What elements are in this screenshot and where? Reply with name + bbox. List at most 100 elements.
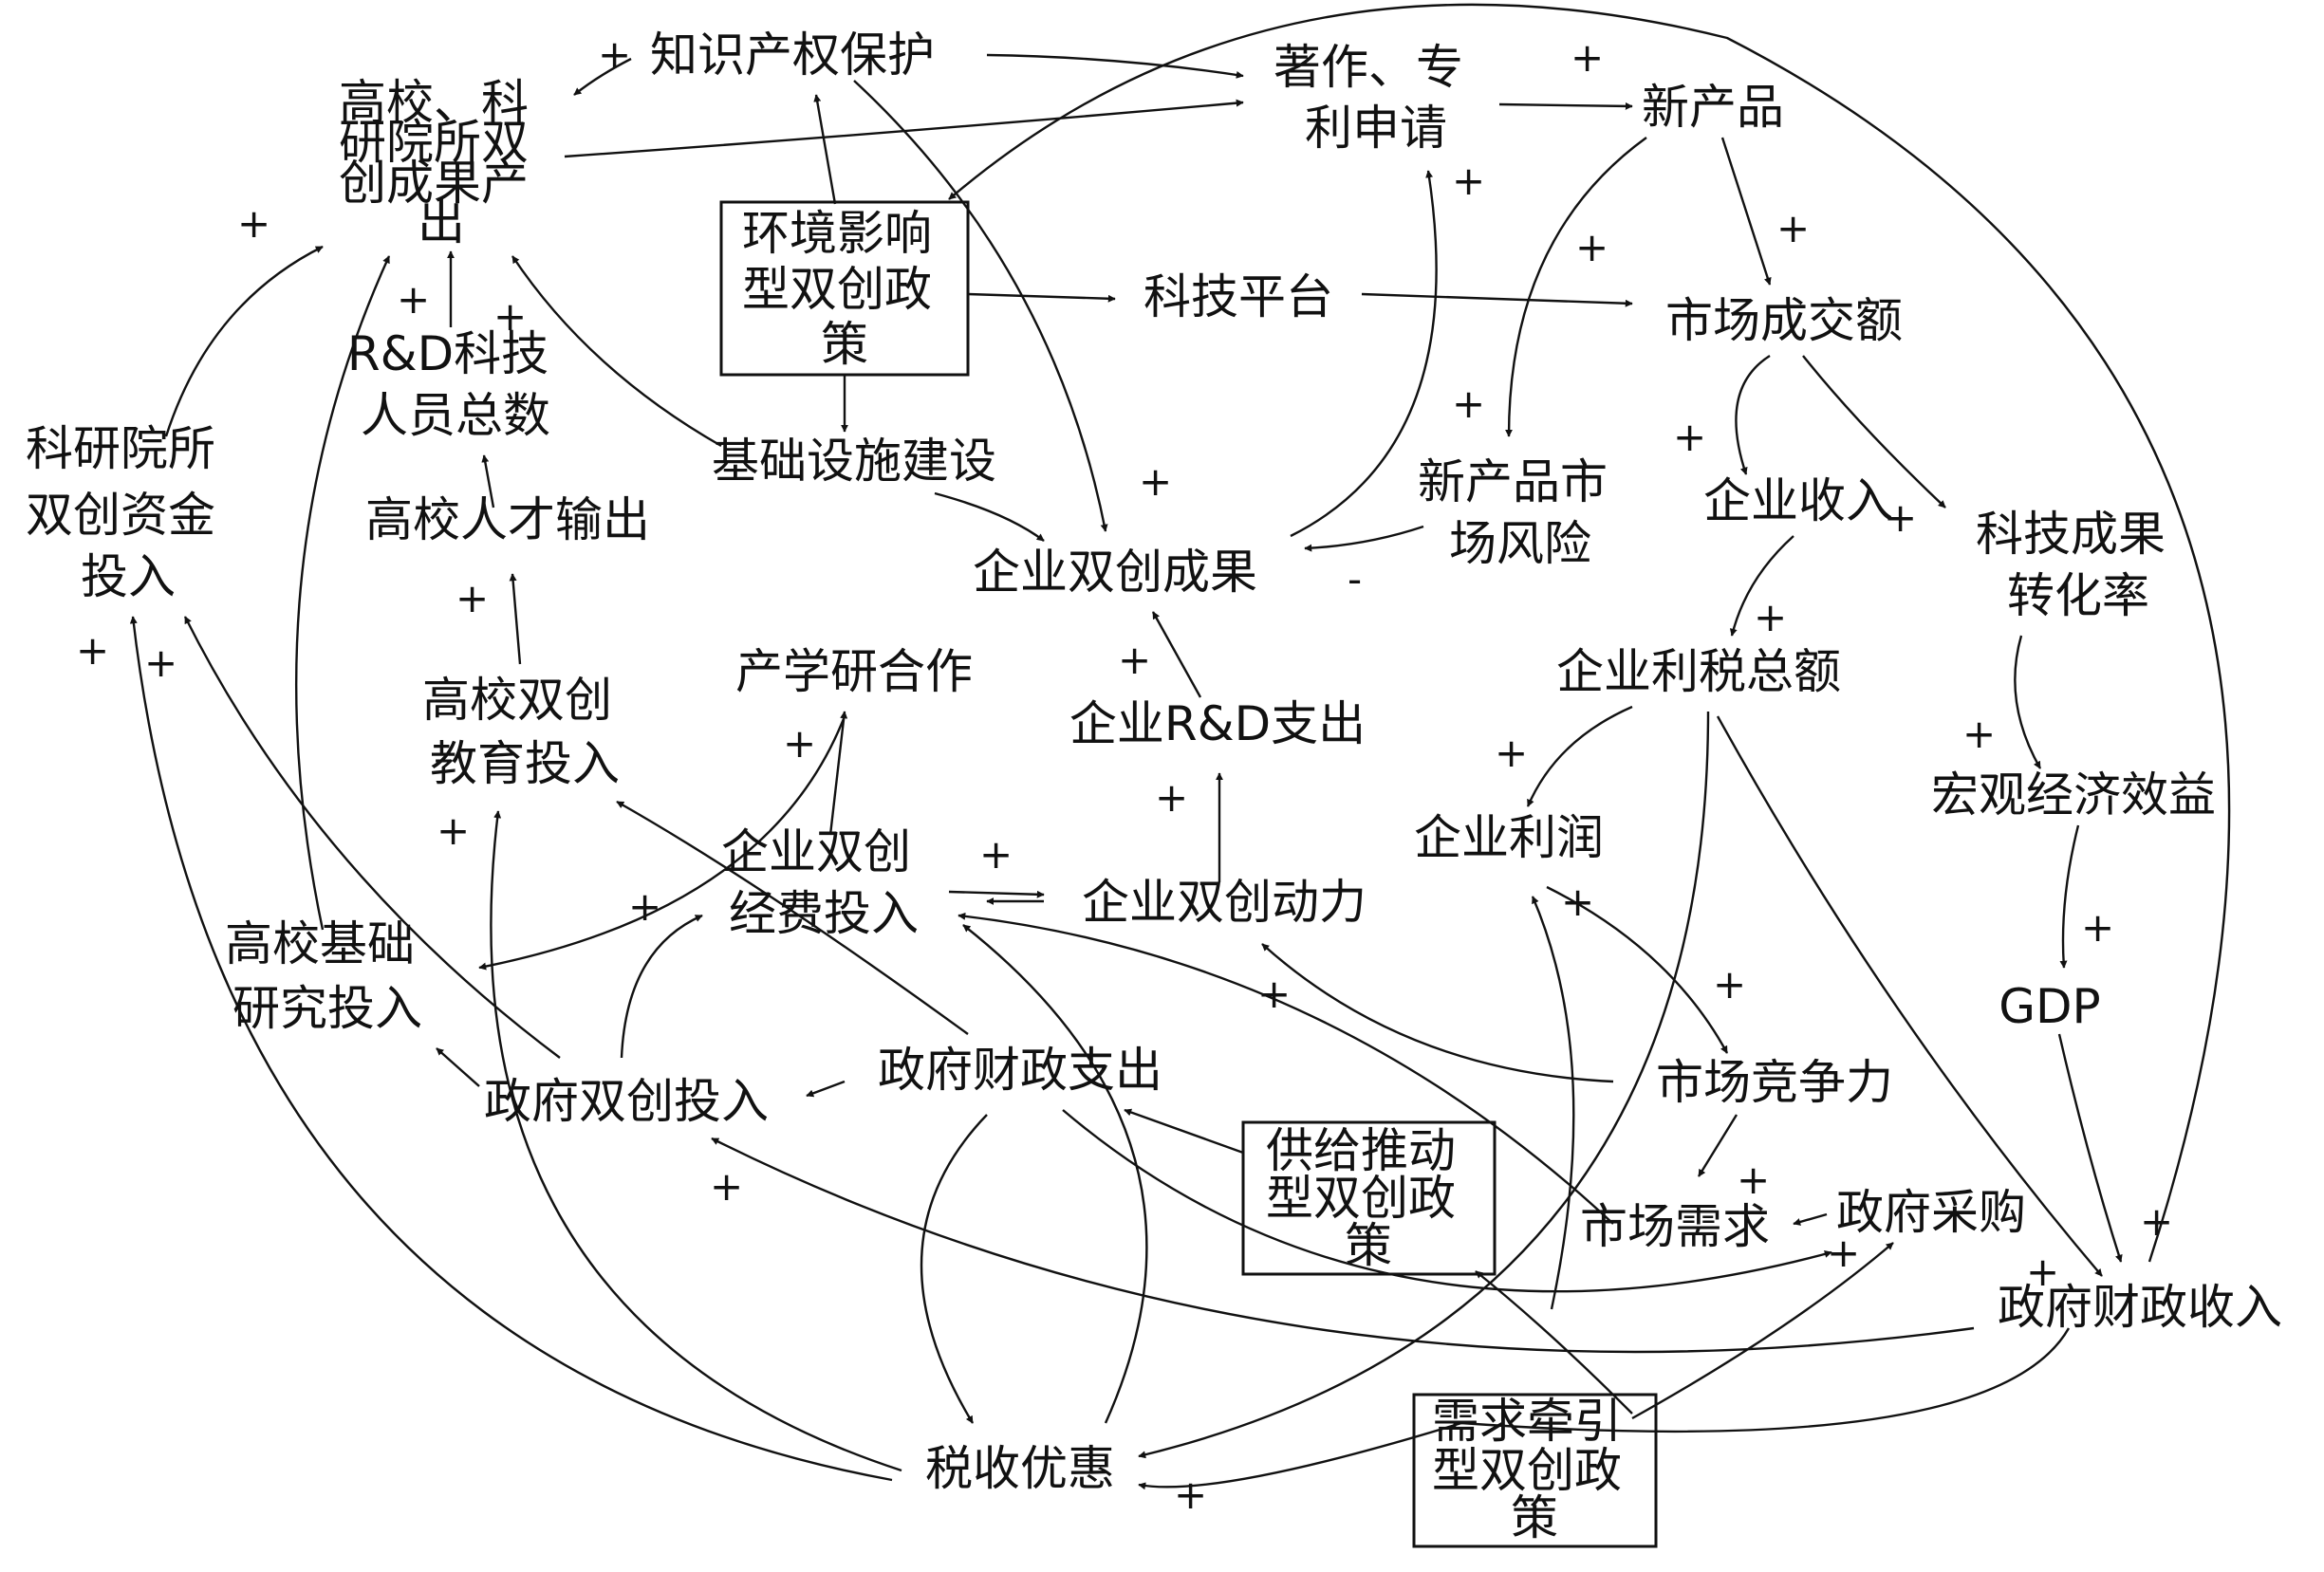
node-research-fund-line1: 科研院所 <box>26 421 215 476</box>
node-supply-policy-line2: 型双创政 <box>1266 1171 1456 1226</box>
node-tax-incentive: 税收优惠 <box>925 1441 1115 1496</box>
polarity-plus: + <box>710 1163 743 1210</box>
edge-gov-expenditure-to-procurement <box>1062 1109 1832 1293</box>
polarity-plus: + <box>1452 157 1485 204</box>
node-demand-policy: 需求牵引 型双创政 策 <box>1432 1394 1637 1545</box>
edge-ip-to-patent <box>986 53 1244 79</box>
node-tech-conversion: 科技成果 转化率 <box>1976 507 2181 623</box>
node-enterprise-revenue: 企业收入 <box>1703 473 1893 528</box>
node-gov-revenue: 政府财政收入 <box>1998 1280 2282 1335</box>
node-tech-conversion-line1: 科技成果 <box>1976 507 2166 562</box>
node-market-volume: 市场成交额 <box>1665 293 1903 348</box>
node-univ-basic: 高校基础 研究投入 <box>225 916 430 1036</box>
edge-infrastructure-to-univ-output <box>511 255 722 448</box>
edge-gov-investment-to-fund <box>620 914 703 1059</box>
edge-macro-to-gdp <box>2059 824 2080 969</box>
node-market-competitiveness: 市场竞争力 <box>1656 1055 1893 1110</box>
node-patent: 著作、专 利申请 <box>1274 40 1478 156</box>
node-env-policy-line3: 策 <box>821 317 868 372</box>
edge-gdp-to-gov-revenue <box>2057 1033 2123 1263</box>
edge-iur-to-univ-basic <box>478 715 846 971</box>
node-market-demand: 市场需求 <box>1580 1199 1770 1254</box>
node-research-fund-line3: 投入 <box>81 549 176 604</box>
node-infrastructure: 基础设施建设 <box>712 434 996 489</box>
node-univ-output: 高校、科 研院所双 创成果产 出 <box>339 75 544 250</box>
edge-gov-investment-to-univ-basic <box>436 1047 480 1087</box>
edge-research-fund-to-univ-output <box>164 245 324 437</box>
polarity-plus: + <box>1495 730 1528 776</box>
node-research-fund-line2: 双创资金 <box>26 488 215 543</box>
polarity-plus: + <box>1452 380 1485 427</box>
polarity-plus: + <box>1155 774 1188 821</box>
edge-demand-to-fund <box>957 912 1614 1225</box>
edge-tax-incentive-to-education <box>490 810 902 1472</box>
edge-tax-sum-to-tax-incentive <box>1138 711 1710 1459</box>
polarity-plus: + <box>1713 961 1746 1008</box>
node-macro-benefit: 宏观经济效益 <box>1931 768 2216 823</box>
edge-fund-to-iur <box>828 711 848 836</box>
node-univ-talent: 高校人才输出 <box>365 492 650 547</box>
node-univ-output-line4: 出 <box>418 195 465 250</box>
polarity-plus: + <box>144 639 177 686</box>
edge-talent-to-rd-staff <box>481 454 495 509</box>
node-enterprise-fund-line2: 经费投入 <box>729 886 919 941</box>
polarity-plus: + <box>598 31 631 78</box>
polarity-plus: + <box>1962 711 1996 757</box>
env-policy-box <box>719 200 970 377</box>
polarity-plus: + <box>2026 1248 2059 1295</box>
polarity-plus: + <box>237 200 270 247</box>
node-tech-platform: 科技平台 <box>1143 269 1333 324</box>
node-new-product-risk-line2: 场风险 <box>1449 516 1591 571</box>
node-rd-staff: R&D科技 人员总数 <box>347 326 564 443</box>
polarity-plus: + <box>1174 1471 1207 1518</box>
edge-profit-to-tax-incentive <box>1531 896 1575 1310</box>
polarity-plus: + <box>1754 594 1787 640</box>
node-enterprise-rd: 企业R&D支出 <box>1069 696 1366 751</box>
node-patent-line1: 著作、专 <box>1274 40 1463 95</box>
edge-revenue-to-tax-sum <box>1729 535 1794 637</box>
node-new-product: 新产品 <box>1642 80 1784 135</box>
polarity-plus: + <box>2140 1198 2173 1245</box>
demand-policy-box <box>1412 1393 1658 1548</box>
node-patent-line2: 利申请 <box>1305 101 1447 156</box>
edge-demand-policy-to-supply <box>1475 1270 1633 1415</box>
polarity-plus: + <box>1884 494 1917 541</box>
node-new-product-risk: 新产品市 场风险 <box>1418 454 1623 571</box>
edge-enterprise-rd-to-enterprise-output <box>1151 611 1202 698</box>
node-demand-policy-line3: 策 <box>1511 1490 1558 1545</box>
polarity-signs: + + + + + + + + + + + + - + + + + + + + … <box>76 31 2173 1518</box>
edge-supply-to-gov-expenditure <box>1124 1108 1244 1155</box>
node-enterprise-tax: 企业利税总额 <box>1556 644 1841 699</box>
edge-infrastructure-to-enterprise-output <box>934 491 1045 542</box>
node-gov-expenditure: 政府财政支出 <box>878 1043 1162 1098</box>
node-univ-basic-line2: 研究投入 <box>232 981 422 1036</box>
node-enterprise-fund-line1: 企业双创 <box>721 824 911 879</box>
node-enterprise-output: 企业双创成果 <box>973 545 1257 600</box>
node-univ-output-line3: 创成果产 <box>339 156 529 211</box>
nodes: 知识产权保护 高校、科 研院所双 创成果产 出 著作、专 利申请 新产品 环境影… <box>26 28 2282 1545</box>
edges <box>129 3 2231 1490</box>
node-univ-output-line2: 研院所双 <box>339 115 529 170</box>
node-univ-education-line1: 高校双创 <box>422 673 612 728</box>
polarity-plus: + <box>1571 34 1604 81</box>
node-supply-policy-line1: 供给推动 <box>1266 1123 1456 1178</box>
polarity-minus: - <box>1348 556 1362 602</box>
polarity-plus: + <box>1827 1230 1860 1276</box>
node-univ-basic-line1: 高校基础 <box>225 916 415 971</box>
edge-market-volume-to-conversion <box>1802 355 1946 509</box>
edge-market-volume-to-revenue <box>1735 354 1771 475</box>
edge-patent-to-new-product <box>1498 102 1633 110</box>
polarity-plus: + <box>1673 414 1706 460</box>
node-iur-cooperation: 产学研合作 <box>735 644 973 699</box>
edge-procurement-to-demand <box>1793 1212 1828 1226</box>
node-supply-policy-line3: 策 <box>1345 1218 1392 1273</box>
node-ip-protection: 知识产权保护 <box>650 28 935 83</box>
polarity-plus: + <box>979 831 1013 878</box>
edge-risk-to-enterprise-output <box>1304 525 1424 552</box>
polarity-plus: + <box>628 883 661 930</box>
edge-tax-sum-to-profit <box>1526 705 1633 807</box>
node-gdp: GDP <box>1999 979 2100 1034</box>
polarity-plus: + <box>1575 224 1608 270</box>
node-gov-investment: 政府双创投入 <box>484 1074 769 1129</box>
